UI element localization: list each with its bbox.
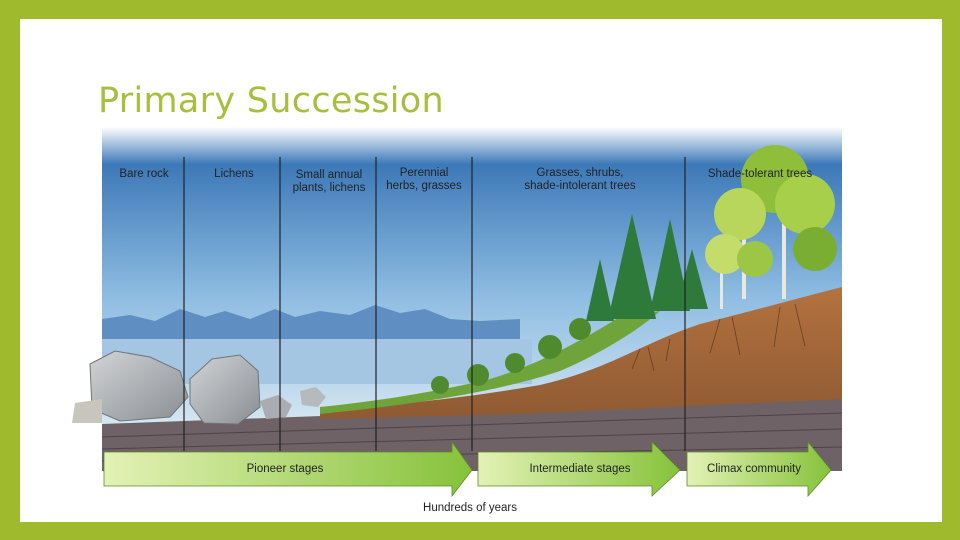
time-axis-label: Hundreds of years [423, 502, 517, 514]
succession-diagram [72, 127, 843, 498]
stage-label-lichens: Lichens [214, 168, 254, 180]
slide: Primary Succession [20, 19, 942, 522]
stage-label-shade-tolerant-trees: Shade-tolerant trees [707, 168, 813, 180]
phase-label-pioneer: Pioneer stages [246, 463, 324, 475]
roots [631, 303, 806, 372]
intermediate-arrow [477, 441, 681, 497]
conifer-trees [586, 214, 708, 321]
deciduous-trees [705, 145, 837, 309]
grass-band [320, 311, 660, 414]
stage-label-small-annual-plants: Small annual plants, lichens [292, 169, 366, 194]
rocks [72, 350, 326, 425]
soil [320, 287, 842, 419]
phase-label-intermediate: Intermediate stages [529, 463, 631, 475]
climax-arrow [686, 440, 832, 498]
stage-label-perennial-herbs: Perennial herbs, grasses [386, 167, 462, 192]
stage-label-bare-rock: Bare rock [119, 168, 169, 180]
pioneer-arrow [103, 440, 473, 498]
stage-label-grasses-shrubs: Grasses, shrubs, shade-intolerant trees [524, 167, 636, 192]
phase-label-climax: Climax community [707, 463, 801, 475]
stage-dividers [183, 157, 686, 451]
slide-title: Primary Succession [98, 81, 444, 121]
shrubs [431, 318, 591, 394]
